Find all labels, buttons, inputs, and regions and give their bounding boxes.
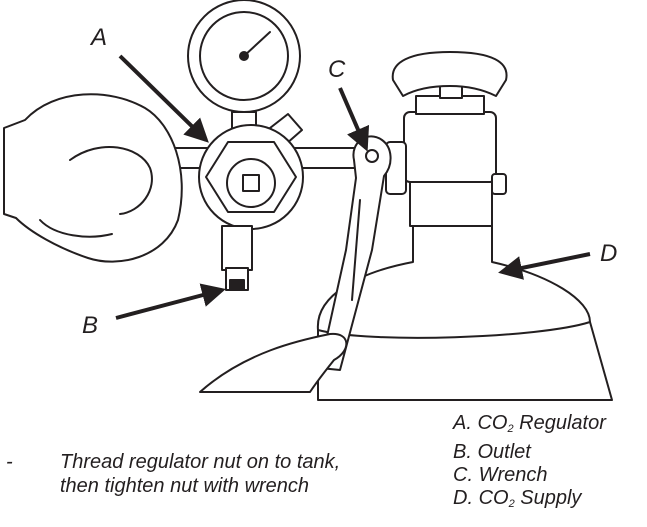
left-hand: [3, 93, 183, 263]
legend-item-regulator: A. CO2 Regulator: [453, 412, 606, 441]
legend-subscript: 2: [508, 498, 515, 510]
callout-arrow-b: [115, 283, 226, 320]
legend-item-wrench: C. Wrench: [453, 464, 606, 487]
regulator-installation-illustration: [3, 0, 613, 401]
legend-text: Wrench: [478, 464, 548, 486]
regulator: [164, 0, 386, 291]
legend-text: CO: [478, 487, 509, 509]
legend-letter: C.: [453, 464, 473, 486]
legend-text-suffix: Supply: [514, 487, 582, 509]
instruction-bullet: -: [6, 451, 13, 473]
callout-label-d: D: [600, 240, 618, 267]
callout-arrow-c: [338, 87, 370, 152]
legend-text-suffix: Regulator: [513, 412, 606, 434]
legend-item-supply: D. CO2 Supply: [453, 487, 606, 516]
legend-text: CO: [477, 412, 508, 434]
callout-label-a: A: [91, 24, 108, 51]
legend-text: Outlet: [477, 441, 531, 463]
instruction-line-1: Thread regulator nut on to tank,: [60, 451, 341, 473]
bottom-hand: [199, 332, 348, 393]
legend-letter: D.: [453, 487, 473, 509]
callout-arrow-a: [118, 54, 209, 143]
callout-label-b: B: [82, 312, 99, 339]
legend-letter: B.: [453, 441, 472, 463]
legend-subscript: 2: [507, 423, 514, 435]
callout-arrow-d: [498, 252, 591, 280]
legend-letter: A.: [453, 412, 472, 434]
legend-item-outlet: B. Outlet: [453, 441, 606, 464]
legend: A. CO2 Regulator B. Outlet C. Wrench D. …: [453, 412, 606, 516]
callout-label-c: C: [328, 56, 346, 83]
instruction-line-2: then tighten nut with wrench: [60, 475, 310, 497]
